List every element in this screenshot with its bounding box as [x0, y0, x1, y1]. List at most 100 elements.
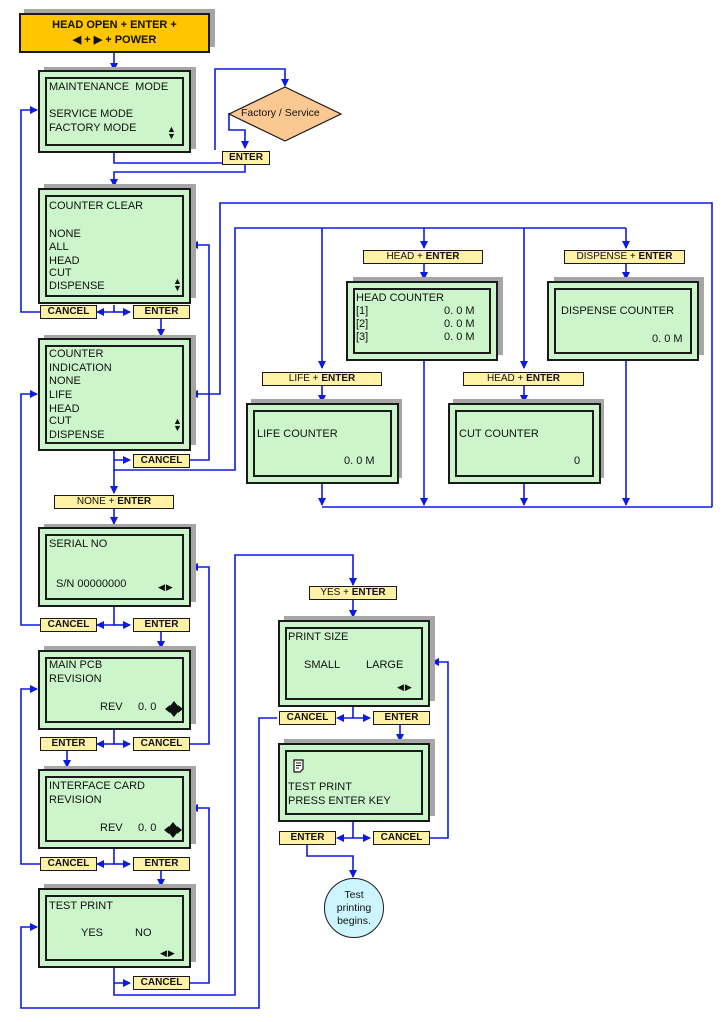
arrow-ps-to-cancel: [336, 706, 354, 722]
interface-card-line-2: REVISION: [49, 794, 102, 806]
counter-indication-option-cut: CUT: [49, 415, 72, 427]
arrow-pcb-cancel-to-serial: [190, 563, 210, 745]
maintenance-line-1: MAINTENANCE MODE: [49, 81, 169, 93]
screen-dispense-counter: DISPENSE COUNTER 0. 0 M: [547, 281, 699, 361]
up-down-arrows-icon: ▲▼: [167, 124, 176, 141]
decision-factory-service: [227, 86, 343, 142]
arrow-enter-to-end: [306, 845, 357, 878]
end-line-3: begins.: [337, 915, 371, 927]
key-cancel-print-size[interactable]: CANCEL: [279, 711, 336, 725]
arrow-if-to-cancel: [96, 849, 115, 868]
key-enter-main-pcb[interactable]: ENTER: [40, 737, 97, 751]
key-cancel-serial[interactable]: CANCEL: [40, 618, 97, 632]
head-counter-label-2: [2]: [356, 318, 369, 330]
counter-indication-option-head: HEAD: [49, 403, 80, 415]
arrow-ci-cancel-to-cc: [190, 241, 210, 461]
test-print-confirm-line-1: TEST PRINT: [288, 781, 352, 793]
start-key-combo: HEAD OPEN + ENTER + ◀ + ▶ + POWER: [19, 13, 210, 53]
counter-indication-title-2: INDICATION: [49, 362, 112, 374]
end-line-2: printing: [336, 902, 372, 914]
key-yes-enter[interactable]: YES + ENTER: [309, 586, 397, 600]
test-print-confirm-line-2: PRESS ENTER KEY: [288, 795, 391, 807]
key-cancel-test-print-confirm[interactable]: CANCEL: [373, 831, 430, 845]
counter-indication-option-life: LIFE: [49, 389, 73, 401]
interface-card-rev-label: REV: [100, 822, 123, 834]
key-life-enter[interactable]: LIFE + ENTER: [262, 372, 382, 386]
arrow-loop-back-to-ci: [190, 202, 713, 507]
screen-life-counter: LIFE COUNTER 0. 0 M: [246, 403, 399, 484]
arrow-decision-to-enter: [228, 113, 249, 149]
key-cancel-interface-card[interactable]: CANCEL: [40, 857, 97, 871]
key-dispense-enter[interactable]: DISPENSE + ENTER: [564, 250, 685, 264]
arrow-pcb-to-enter: [96, 730, 115, 748]
head-counter-value-3: 0. 0 M: [444, 331, 475, 343]
start-line-1: HEAD OPEN + ENTER +: [52, 19, 177, 31]
main-pcb-line-2: REVISION: [49, 673, 102, 685]
key-head-enter-cut[interactable]: HEAD + ENTER: [463, 372, 584, 386]
arrow-serial-to-cancel: [96, 607, 115, 629]
screen-serial-no: SERIAL NO S/N 00000000 ◀▶: [38, 527, 191, 607]
end-line-1: Test: [344, 889, 364, 901]
test-print-select-title: TEST PRINT: [49, 900, 113, 912]
key-enter-test-print-confirm[interactable]: ENTER: [279, 831, 336, 845]
key-prefix: HEAD: [386, 251, 415, 262]
key-enter-print-size[interactable]: ENTER: [373, 711, 430, 725]
key-enter-serial[interactable]: ENTER: [133, 618, 190, 632]
key-cancel-test-print[interactable]: CANCEL: [133, 976, 190, 990]
test-print-option-yes: YES: [81, 927, 104, 939]
left-right-arrows-icon: ◀▶: [160, 948, 176, 958]
screen-print-size: PRINT SIZE SMALL LARGE ◀▶: [278, 620, 430, 707]
up-down-arrows-icon: ▲▼: [173, 276, 182, 293]
screen-cut-counter: CUT COUNTER 0: [448, 403, 601, 484]
screen-test-print-confirm: TEST PRINT PRESS ENTER KEY: [278, 743, 430, 822]
key-enter-factory[interactable]: ENTER: [222, 151, 270, 165]
interface-card-line-1: INTERFACE CARD: [49, 780, 145, 792]
arrow-if-cancel-to-pcb: [20, 685, 41, 865]
key-cancel-main-pcb[interactable]: CANCEL: [133, 737, 190, 751]
print-size-option-large: LARGE: [366, 659, 404, 671]
screen-interface-card-revision: INTERFACE CARD REVISION REV 0. 0: [38, 769, 191, 849]
main-pcb-rev-value: 0. 0: [138, 701, 157, 713]
key-cancel-counter-clear[interactable]: CANCEL: [40, 305, 97, 319]
counter-indication-title-1: COUNTER: [49, 348, 104, 360]
left-right-arrows-icon: ◀▶: [397, 682, 413, 692]
head-counter-value-1: 0. 0 M: [444, 305, 475, 317]
screen-test-print-select: TEST PRINT YES NO ◀▶: [38, 888, 191, 968]
screen-counter-indication: COUNTER INDICATION NONE LIFE HEAD CUT DI…: [38, 338, 191, 451]
screen-main-pcb-revision: MAIN PCB REVISION REV 0. 0: [38, 650, 191, 730]
arrow-enter-to-counter-clear: [110, 165, 246, 187]
key-head-enter[interactable]: HEAD + ENTER: [363, 250, 483, 264]
interface-card-rev-value: 0. 0: [138, 822, 157, 834]
counter-clear-title: COUNTER CLEAR: [49, 200, 144, 212]
arrow-cc-to-cancel: [96, 305, 115, 316]
arrow-tp-to-yes-enter: [113, 554, 357, 996]
head-counter-value-2: 0. 0 M: [444, 318, 475, 330]
print-size-title: PRINT SIZE: [288, 631, 349, 643]
arrow-tp-cancel-to-if: [190, 804, 210, 984]
counter-indication-option-dispense: DISPENSE: [49, 429, 105, 441]
main-pcb-line-1: MAIN PCB: [49, 659, 103, 671]
arrow-tp-to-cancel: [113, 968, 131, 987]
key-none-enter[interactable]: NONE + ENTER: [54, 495, 174, 509]
counter-clear-option-dispense: DISPENSE: [49, 280, 105, 292]
arrow-confirm-cancel-to-ps: [430, 658, 449, 839]
counter-clear-option-cut: CUT: [49, 267, 72, 279]
screen-maintenance-mode: MAINTENANCE MODE SERVICE MODE FACTORY MO…: [38, 70, 191, 153]
maintenance-option-factory: FACTORY MODE: [49, 122, 137, 134]
counter-clear-option-all: ALL: [49, 241, 69, 253]
key-enter-interface-card[interactable]: ENTER: [133, 857, 190, 871]
serial-no-title: SERIAL NO: [49, 538, 108, 550]
arrow-cc-cancel-to-maintenance: [20, 106, 41, 313]
arrow-to-decision: [214, 68, 289, 150]
key-enter-counter-clear[interactable]: ENTER: [133, 305, 190, 319]
dispense-counter-value: 0. 0 M: [652, 333, 683, 345]
cut-counter-value: 0: [574, 455, 581, 467]
serial-no-value: S/N 00000000: [56, 578, 127, 590]
arrow-serial-cancel-to-ci: [20, 390, 41, 626]
head-counter-label-1: [1]: [356, 305, 369, 317]
key-cancel-counter-indication[interactable]: CANCEL: [133, 454, 190, 468]
four-way-arrows-icon: [165, 701, 183, 717]
up-down-arrows-icon: ▲▼: [173, 416, 182, 433]
left-right-arrows-icon: ◀▶: [158, 582, 174, 592]
